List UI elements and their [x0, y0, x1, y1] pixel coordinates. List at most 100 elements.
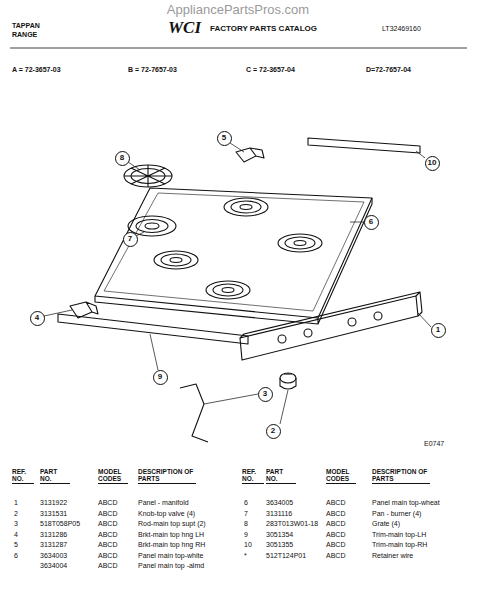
callout-circle: 8	[115, 151, 130, 166]
table-header: REF. NO.	[242, 468, 264, 484]
table-header: MODEL CODES	[98, 468, 128, 484]
table-header: DESCRIPTION OF PARTS	[138, 468, 196, 484]
callout-number: 3	[263, 390, 267, 398]
callout-circle: 1	[431, 323, 446, 338]
table-cell: 3131116	[266, 510, 292, 518]
catalog-title: FACTORY PARTS CATALOG	[210, 25, 317, 34]
table-cell: 6	[244, 499, 248, 507]
callout-circle: 7	[123, 232, 138, 247]
callout-circle: 6	[364, 215, 379, 230]
table-cell: ABCD	[326, 552, 345, 560]
table-cell: 3634004	[40, 562, 67, 570]
table-cell: ABCD	[98, 562, 117, 570]
table-cell: 283T013W01-18	[266, 520, 318, 528]
table-cell: 8	[244, 520, 248, 528]
callout-number: 1	[436, 326, 440, 334]
table-cell: ABCD	[98, 510, 117, 518]
table-header: PART NO.	[266, 468, 296, 484]
table-cell: ABCD	[98, 520, 117, 528]
model-key: D=72-7657-04	[366, 66, 411, 74]
table-cell: Trim-main top-RH	[372, 541, 427, 549]
callout-circle: 2	[266, 424, 281, 439]
catalog-number: LT32469160	[382, 25, 421, 33]
knob	[280, 373, 296, 389]
table-cell: 512T124P01	[266, 552, 306, 560]
hinge-bracket-rh	[236, 148, 264, 162]
table-cell: 1	[14, 499, 18, 507]
manifold-panel	[240, 292, 422, 360]
table-header: DESCRIPTION OF PARTS	[372, 468, 430, 484]
watermark: AppliancePartsPros.com	[167, 3, 309, 17]
table-cell: Panel main top-wheat	[372, 499, 440, 507]
table-header: REF. NO.	[12, 468, 34, 484]
product-type: RANGE	[12, 31, 37, 39]
table-cell: ABCD	[326, 541, 345, 549]
front-trim	[58, 314, 248, 344]
table-cell: 3131286	[40, 531, 67, 539]
table-cell: 9	[244, 531, 248, 539]
table-cell: ABCD	[326, 520, 345, 528]
callout-circle: 9	[153, 370, 168, 385]
table-cell: 3131287	[40, 541, 67, 549]
drawing-number: E0747	[424, 440, 444, 448]
table-cell: 6	[14, 552, 18, 560]
table-cell: ABCD	[326, 499, 345, 507]
callout-circle: 4	[30, 311, 45, 326]
table-cell: ABCD	[326, 531, 345, 539]
table-cell: 3	[14, 520, 18, 528]
table-header: PART NO.	[40, 468, 70, 484]
maker-logo: WCI	[168, 19, 201, 38]
callout-circle: 5	[217, 131, 232, 146]
table-cell: Trim-main top-LH	[372, 531, 426, 539]
callout-circle: 3	[258, 387, 273, 402]
table-cell: 3131531	[40, 510, 67, 518]
main-top-lip	[95, 198, 372, 324]
table-cell: 3634003	[40, 552, 67, 560]
table-cell: Retainer wire	[372, 552, 413, 560]
table-cell: Panel - manifold	[138, 499, 189, 507]
model-key: B = 72-7657-03	[128, 66, 177, 74]
callout-number: 2	[271, 427, 275, 435]
table-cell: Knob-top valve (4)	[138, 510, 195, 518]
table-cell: 7	[244, 510, 248, 518]
table-cell: Pan - burner (4)	[372, 510, 421, 518]
table-cell: 3634005	[266, 499, 293, 507]
brand-name: TAPPAN	[12, 22, 40, 30]
model-key: C = 72-3657-04	[246, 66, 295, 74]
callout-number: 8	[120, 154, 124, 162]
callout-number: 6	[369, 218, 373, 226]
table-cell: 4	[14, 531, 18, 539]
table-cell: 518T058P05	[40, 520, 80, 528]
table-cell: Panel main top-white	[138, 552, 203, 560]
table-cell: 10	[244, 541, 252, 549]
table-cell: Brkt-main top hng RH	[138, 541, 205, 549]
support-rod	[180, 384, 208, 442]
table-cell: 3051355	[266, 541, 293, 549]
table-cell: ABCD	[98, 541, 117, 549]
callout-number: 5	[222, 134, 226, 142]
table-cell: ABCD	[326, 510, 345, 518]
callout-circle: 10	[425, 156, 440, 171]
table-cell: ABCD	[98, 531, 117, 539]
table-cell: Grate (4)	[372, 520, 400, 528]
hinge-bracket-lh	[70, 302, 98, 318]
table-cell: Panel main top -almd	[138, 562, 204, 570]
table-cell: 2	[14, 510, 18, 518]
table-cell: 5	[14, 541, 18, 549]
table-cell: *	[244, 552, 247, 560]
grate	[124, 165, 172, 187]
table-cell: 3131922	[40, 499, 67, 507]
rear-trim	[308, 138, 420, 153]
main-top-panel	[95, 188, 372, 318]
model-key: A = 72-3657-03	[12, 66, 61, 74]
callout-number: 4	[35, 314, 39, 322]
table-cell: Rod-main top supt (2)	[138, 520, 206, 528]
burner-openings	[154, 198, 322, 299]
table-cell: Brkt-main top hng LH	[138, 531, 204, 539]
callout-number: 9	[158, 373, 162, 381]
table-cell: ABCD	[98, 499, 117, 507]
callout-number: 7	[128, 235, 132, 243]
table-header: MODEL CODES	[326, 468, 356, 484]
table-cell: ABCD	[98, 552, 117, 560]
callout-number: 10	[428, 159, 437, 167]
